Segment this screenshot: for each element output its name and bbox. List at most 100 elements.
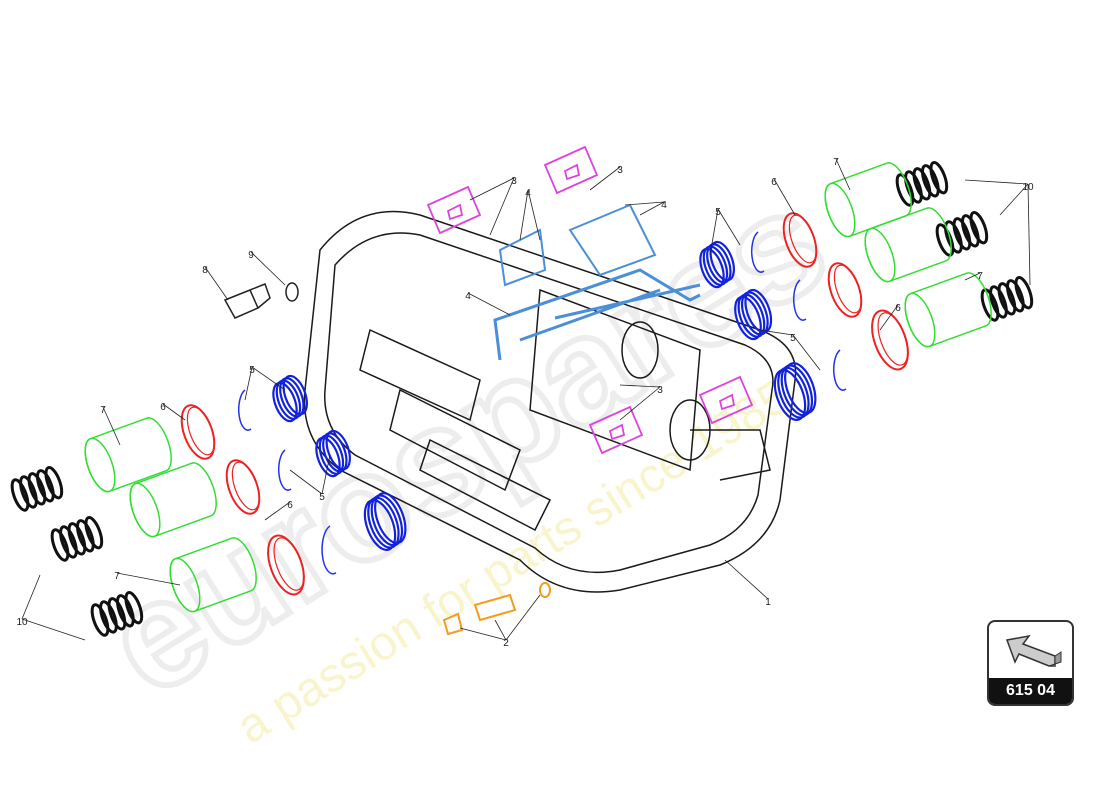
seal-inner [273,537,305,591]
bleeder-screw [442,593,517,636]
callout-number: 2 [503,638,509,649]
pad-retainer-bracket [588,405,644,455]
seal-inner [186,406,215,456]
callout-number: 6 [771,177,777,188]
spring [895,161,949,207]
dust-boot [282,374,308,416]
leader-line [999,183,1029,216]
dust-boot [784,362,817,415]
leader-line [624,201,665,206]
callout-number: 7 [833,157,839,168]
callout-number: 1 [765,597,771,608]
leader-line [264,501,291,521]
callout-number: 5 [319,492,325,503]
spring-coil [84,516,104,550]
leader-line [489,177,515,236]
leader-line [964,272,981,281]
callout-number: 10 [1022,182,1034,193]
retaining-ring [792,279,807,321]
brake-pipe [493,268,701,361]
spring-coil [124,591,144,625]
callout-number: 9 [248,250,254,261]
callout-number: 6 [895,303,901,314]
piston [864,207,952,283]
spring [90,591,144,637]
spring [50,516,104,562]
spring-coil [912,167,932,201]
spring-coil [116,594,135,628]
callout-number: 3 [617,165,623,176]
seal-inner [877,312,909,366]
spring-coil [27,472,47,506]
callout-number: 3 [657,385,663,396]
spring-coil [921,164,940,198]
callout-number: 4 [465,291,471,302]
callout-number: 6 [287,500,293,511]
fitting [223,283,271,319]
leader-line [724,559,769,600]
spring-coil [997,282,1017,316]
spring-coil [969,211,989,245]
leader-line [527,189,541,241]
seal-inner [788,214,817,264]
callout-number: 8 [202,265,208,276]
spring-coil [1006,279,1025,313]
piston-face [904,292,936,348]
leader-line [251,366,286,391]
callout-number: 6 [160,402,166,413]
callout-number: 5 [790,333,796,344]
leader-line [964,179,1029,185]
leader-line [759,329,794,336]
washer [285,282,299,302]
leader-line [162,403,186,421]
leader-line [879,304,899,331]
leader-line [519,189,529,241]
spring-coil [44,466,64,500]
leader-line [717,208,741,246]
spring-coil [59,525,78,559]
leader-line [21,618,86,641]
spring-coil [36,469,55,503]
piston [129,462,217,538]
callout-number: 7 [100,405,106,416]
callout-number: 4 [525,188,531,199]
spring-coil [90,603,110,637]
leader-line [792,334,821,371]
spring-coil [76,519,95,553]
leader-line [589,166,621,191]
leader-line [244,366,253,401]
spring-coil [67,522,87,556]
retaining-ring [321,525,337,575]
leader-line [204,266,229,301]
seal [180,404,216,460]
piston [84,417,172,493]
leader-line [116,572,181,586]
spring-coil [10,478,30,512]
leader-line [1027,183,1031,286]
view-reference-badge: 615 04 [987,620,1074,706]
leader-line [773,178,796,216]
spring-coil [50,528,70,562]
spring-coil [989,285,1008,319]
piston-face [824,182,856,238]
arrow-view-direction-icon [1005,634,1062,667]
retaining-ring [237,389,252,431]
spring-coil [904,170,923,204]
callout-number: 5 [715,207,721,218]
spring-coil [19,475,38,509]
page-code: 615 04 [989,678,1072,704]
piston-shell [84,417,172,493]
spring-coil [944,220,963,254]
dust-boot [744,288,773,334]
spring [935,211,989,257]
callout-number: 4 [661,200,667,211]
piston-shell [864,207,952,283]
spring [980,276,1034,322]
leader-line [505,594,541,641]
callout-number: 10 [16,617,28,628]
leader-line [459,627,507,641]
piston-face [84,437,116,493]
watermark: eurospares a passion for parts since 198… [75,153,856,754]
callout-number: 7 [114,571,120,582]
